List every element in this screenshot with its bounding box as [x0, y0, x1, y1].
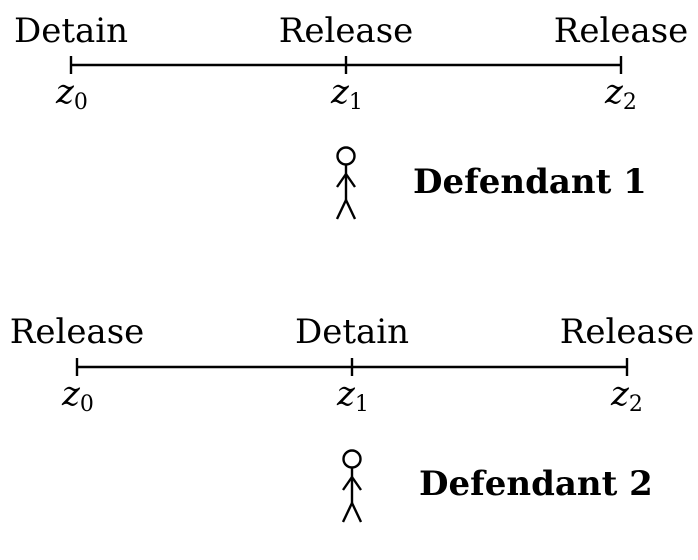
timeline-defendant-2: Release Detain Release z0 z1 z2 Defendan…: [10, 312, 695, 523]
decision-label: Detain: [295, 312, 409, 352]
defendant-label: Defendant 1: [413, 162, 647, 202]
timeline-defendant-1: Detain Release Release z0 z1 z2 Defendan…: [14, 11, 689, 220]
decision-label: Release: [279, 11, 414, 51]
decision-label: Release: [10, 312, 145, 352]
decision-label: Release: [554, 11, 689, 51]
stick-figure-icon: [341, 449, 363, 523]
decision-label: Release: [560, 312, 695, 352]
tick-label: z2: [610, 374, 643, 417]
tick-label: z1: [336, 374, 369, 417]
defendant-label: Defendant 2: [419, 464, 653, 504]
stick-figure-icon: [335, 146, 357, 220]
tick-label: z2: [604, 72, 637, 115]
decision-label: Detain: [14, 11, 128, 51]
tick-label: z0: [61, 374, 94, 417]
tick-label: z0: [55, 72, 88, 115]
tick-label: z1: [330, 72, 363, 115]
